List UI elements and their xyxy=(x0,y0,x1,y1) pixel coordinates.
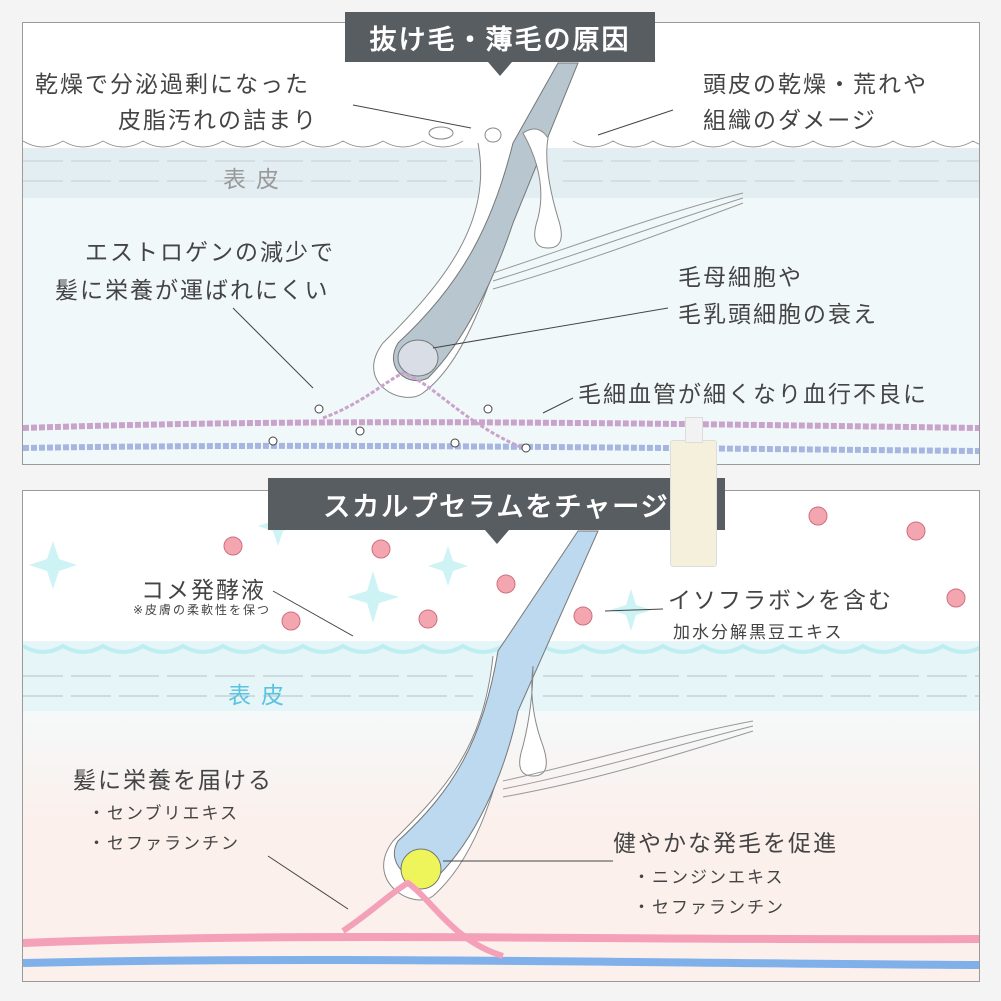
label-epidermis: 表皮 xyxy=(228,683,294,709)
label-growth: 健やかな発毛を促進 xyxy=(613,831,838,857)
label-scalp-1: 頭皮の乾燥・荒れや xyxy=(703,72,928,98)
artery xyxy=(23,932,979,947)
label-scalp-2: 組織のダメージ xyxy=(703,108,877,134)
bottom-title: スカルプセラムをチャージ xyxy=(323,491,670,523)
capillary-branch xyxy=(341,879,504,959)
nourish-item: ・セファランチン xyxy=(88,834,240,854)
label-estrogen-2: 髪に栄養が運ばれにくい xyxy=(55,278,330,304)
skin-surface-right xyxy=(572,140,979,148)
solution-panel: コメ発酵液 ※皮膚の柔軟性を保つ イソフラボンを含む 加水分解黒豆エキス 表皮 … xyxy=(22,490,980,982)
sebaceous-gland xyxy=(519,665,547,777)
label-nourish: 髪に栄養を届ける xyxy=(73,768,273,794)
capillary-vein xyxy=(23,442,979,454)
epidermis-lines xyxy=(23,160,979,182)
label-sebum-1: 乾燥で分泌過剰になった xyxy=(35,72,310,98)
label-iso-1: イソフラボンを含む xyxy=(668,588,893,614)
label-rice-1: コメ発酵液 xyxy=(141,578,266,604)
top-title: 抜け毛・薄毛の原因 xyxy=(369,24,631,56)
leader-lines xyxy=(232,104,674,414)
label-epidermis: 表皮 xyxy=(223,167,289,193)
bottom-title-banner: スカルプセラムをチャージ xyxy=(268,478,725,544)
vein xyxy=(23,955,979,969)
sebum-plug xyxy=(428,126,454,140)
top-title-banner: 抜け毛・薄毛の原因 xyxy=(345,12,655,76)
hair-shaft xyxy=(393,530,599,882)
arrector-muscle xyxy=(492,192,744,290)
bubbles xyxy=(268,404,531,453)
label-cell-1: 毛母細胞や xyxy=(678,265,803,291)
hair-follicle-diagram-damaged xyxy=(23,62,979,454)
label-sebum-2: 皮脂汚れの詰まり xyxy=(118,108,318,134)
skin-surface-right xyxy=(541,643,979,654)
growth-item: ・セファランチン xyxy=(633,898,785,918)
capillary-branch xyxy=(322,371,524,450)
cause-panel: 乾燥で分泌過剰になった 皮脂汚れの詰まり 頭皮の乾燥・荒れや 組織のダメージ 表… xyxy=(22,22,980,465)
sebaceous-gland xyxy=(522,128,562,249)
flowers xyxy=(223,506,966,631)
product-bottle xyxy=(670,417,717,567)
arrector-muscle xyxy=(502,720,754,798)
label-estrogen-1: エストロゲンの減少で xyxy=(85,240,335,266)
nourish-item: ・センブリエキス xyxy=(88,804,239,824)
skin-surface-left xyxy=(23,140,464,148)
sebum-plug xyxy=(484,127,502,143)
label-cell-2: 毛乳頭細胞の衰え xyxy=(678,302,878,328)
label-blood: 毛細血管が細くなり血行不良に xyxy=(578,382,928,408)
growth-item: ・ニンジンエキス xyxy=(633,868,785,888)
hair-follicle-diagram-healthy xyxy=(23,506,979,969)
dermal-papilla xyxy=(400,848,442,890)
capillary-artery xyxy=(23,419,979,431)
label-rice-2: ※皮膚の柔軟性を保つ xyxy=(133,603,272,617)
label-iso-2: 加水分解黒豆エキス xyxy=(673,623,844,643)
dermal-papilla xyxy=(397,339,439,377)
leader-lines xyxy=(267,590,664,910)
skin-surface-left xyxy=(23,643,505,654)
